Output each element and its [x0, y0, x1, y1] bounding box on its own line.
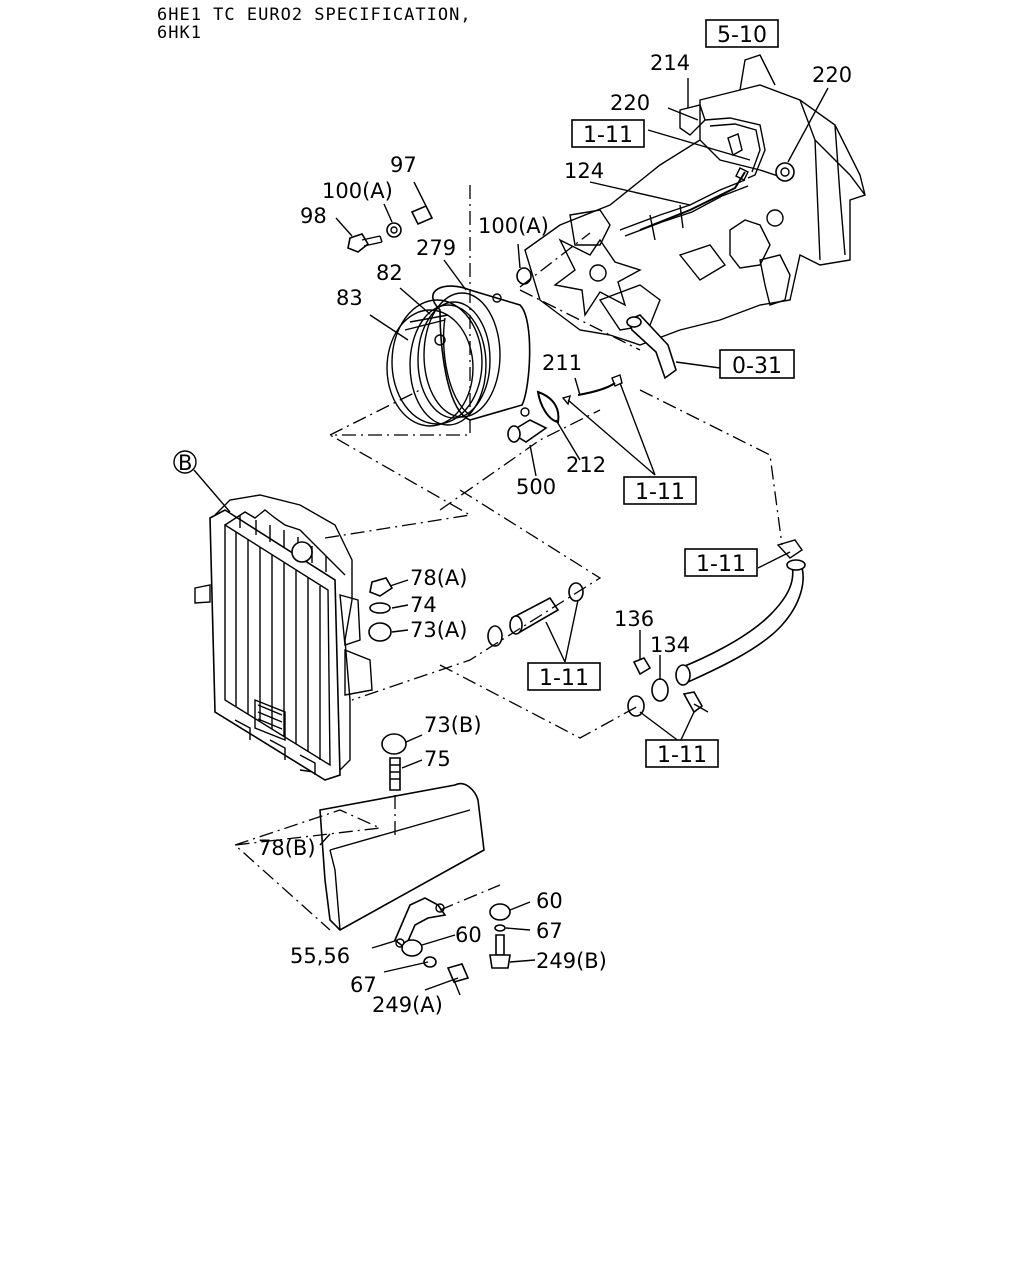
callout-83: 83	[336, 286, 363, 310]
leader-lines	[233, 185, 783, 931]
callout-100a-left: 100(A)	[322, 179, 393, 203]
callout-78a: 78(A)	[410, 566, 467, 590]
spec-title-line1: 6HE1 TC EURO2 SPECIFICATION,	[157, 5, 472, 25]
callout-60-left: 60	[455, 923, 482, 947]
callout-100a-right: 100(A)	[478, 214, 549, 238]
reference-boxes: 5-10 1-11 0-31 1-11 1-11 1-11 1-11	[527, 19, 795, 768]
callout-78b: 78(B)	[258, 836, 316, 860]
callout-279: 279	[416, 236, 456, 260]
callout-leaders	[319, 78, 829, 991]
frame-bracket	[319, 782, 511, 996]
callout-220-mid: 220	[610, 91, 650, 115]
callout-labels: 214 220 220 124 97 100(A) 98 100(A) 279 …	[178, 51, 852, 1017]
ref-1-11-a: 1-11	[583, 123, 633, 148]
callout-134: 134	[650, 633, 690, 657]
callout-214: 214	[650, 51, 690, 75]
shroud-fasteners	[347, 204, 532, 285]
callout-60-right: 60	[536, 889, 563, 913]
ref-1-11-c: 1-11	[696, 552, 746, 577]
radiator	[173, 450, 373, 781]
callout-98: 98	[300, 204, 327, 228]
callout-74: 74	[410, 593, 437, 617]
callout-67-left: 67	[350, 973, 377, 997]
callout-67-right: 67	[536, 919, 563, 943]
callout-500: 500	[516, 475, 556, 499]
fan-shroud	[386, 285, 531, 427]
ref-1-11-d: 1-11	[539, 666, 589, 691]
callout-97: 97	[390, 153, 417, 177]
callout-212: 212	[566, 453, 606, 477]
ref-1-11-e: 1-11	[657, 743, 707, 768]
callout-249a: 249(A)	[372, 993, 443, 1017]
ref-5-10: 5-10	[717, 23, 767, 48]
engine-assembly	[524, 54, 866, 380]
callout-b: B	[178, 451, 192, 475]
callout-220-top: 220	[812, 63, 852, 87]
callout-124: 124	[564, 159, 604, 183]
callout-73b: 73(B)	[424, 713, 482, 737]
ref-1-11-b: 1-11	[635, 480, 685, 505]
callout-55-56: 55,56	[290, 944, 350, 968]
spec-title-line2: 6HK1	[157, 23, 202, 43]
callout-73a: 73(A)	[410, 618, 467, 642]
callout-136: 136	[614, 607, 654, 631]
ref-0-31: 0-31	[732, 354, 782, 379]
callout-249b: 249(B)	[536, 949, 607, 973]
hose-parts	[487, 374, 806, 717]
callout-211: 211	[542, 351, 582, 375]
callout-82: 82	[376, 261, 403, 285]
callout-75: 75	[424, 747, 451, 771]
